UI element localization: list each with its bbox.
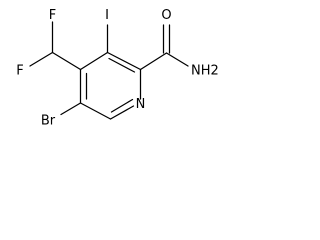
bond-c4-cf: [51, 51, 82, 71]
atom-o: O: [161, 8, 171, 23]
bonds: [29, 21, 189, 120]
bond-c6-c5: [79, 102, 112, 120]
bond-ccarb-n: [165, 52, 189, 67]
bond-c5-br: [60, 102, 82, 116]
atom-f-top: F: [49, 8, 56, 23]
atom-br: Br: [41, 114, 56, 129]
atom-nh2: NH2: [191, 64, 219, 79]
bond-c3-c2-inner: [108, 57, 136, 73]
bond-cf-f2: [29, 51, 54, 67]
atom-n: N: [136, 97, 146, 112]
chemical-structure: F F I O NH2 N Br: [16, 8, 219, 129]
atom-i: I: [105, 8, 109, 23]
bond-c2-ccarb: [139, 52, 168, 71]
bond-c3-c2: [106, 51, 142, 71]
atom-f-left: F: [16, 64, 23, 79]
bond-n-c6-inner: [110, 98, 134, 113]
bond-c4-c3: [79, 51, 109, 71]
bond-n-c6: [109, 105, 135, 120]
atom-labels: F F I O NH2 N Br: [16, 8, 219, 129]
